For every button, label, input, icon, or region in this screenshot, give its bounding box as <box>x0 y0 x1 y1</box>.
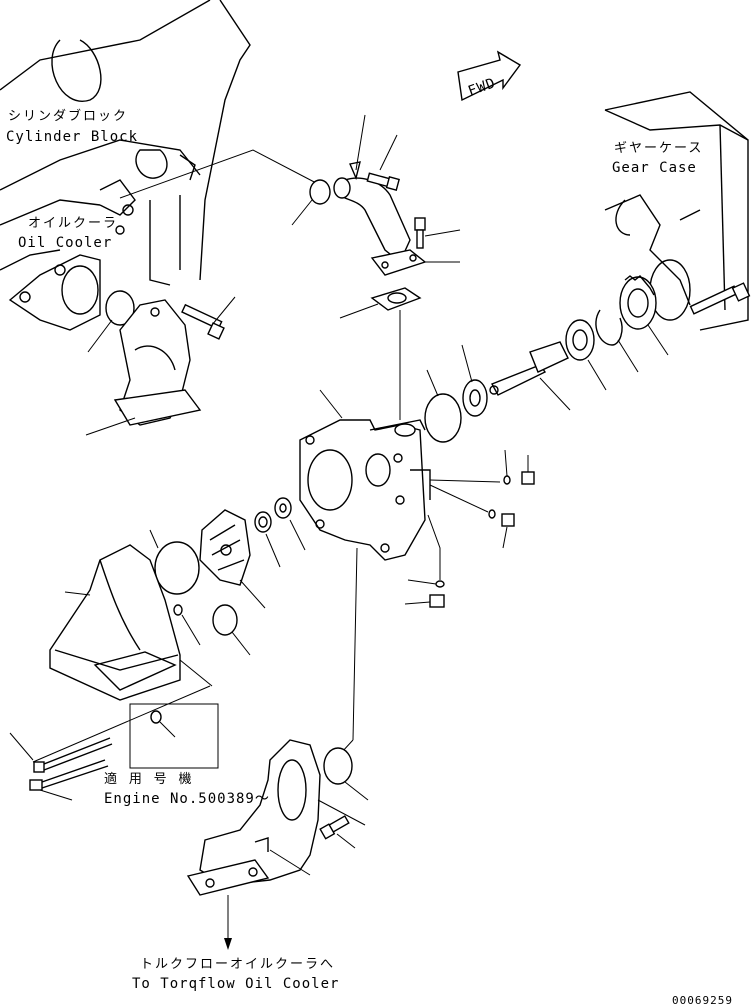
pump-shaft <box>489 341 569 396</box>
plug <box>404 594 445 608</box>
plug <box>521 455 535 485</box>
pump-housing <box>299 419 431 561</box>
bolt <box>689 282 751 315</box>
o-ring-small <box>173 604 183 616</box>
flow-arrow <box>224 895 232 950</box>
engine-number-label: Engine No.500389～ <box>104 791 270 807</box>
bolt <box>181 296 236 340</box>
oil-cooler <box>0 249 101 331</box>
gear <box>619 275 657 330</box>
fwd-arrow: FWD <box>457 50 522 102</box>
bolt <box>9 732 113 773</box>
gear-case <box>604 91 749 331</box>
o-ring <box>105 290 135 326</box>
torqflow-label: To Torqflow Oil Cooler <box>132 976 339 992</box>
gasket <box>370 287 422 311</box>
gasket <box>309 179 331 205</box>
o-ring <box>424 393 462 443</box>
bearing <box>565 319 595 361</box>
torqflow-label-jp: トルクフローオイルクーラへ <box>140 957 335 972</box>
applicable-engine-label-jp: 適 用 号 機 <box>104 771 193 787</box>
cylinder-block <box>0 0 251 286</box>
seal-ring <box>254 511 272 533</box>
cylinder-block-label-jp: シリンダブロック <box>8 108 128 124</box>
bolt <box>414 217 461 249</box>
gear-case-label: Gear Case <box>612 160 697 176</box>
elbow-pipe <box>113 299 202 426</box>
o-ring <box>154 541 200 595</box>
drawing-number: 00069259 <box>672 994 733 1007</box>
inlet-pipe <box>333 177 427 276</box>
oil-cooler-label: Oil Cooler <box>18 235 112 251</box>
tag-plate <box>349 161 361 181</box>
o-ring-small <box>435 580 445 588</box>
o-ring-small <box>503 475 511 485</box>
pump-cover <box>49 544 181 701</box>
outlet-elbow <box>186 739 321 896</box>
gasket <box>212 604 238 636</box>
bearing <box>462 379 488 417</box>
plug <box>501 513 515 549</box>
mechanical-seal <box>274 497 292 519</box>
cylinder-block-label: Cylinder Block <box>6 129 138 145</box>
bolt <box>319 815 356 849</box>
o-ring-small <box>488 509 496 519</box>
gear-case-label-jp: ギヤーケース <box>614 141 703 156</box>
bolt <box>29 759 109 801</box>
oil-cooler-label-jp: オイルクーラ <box>28 216 118 231</box>
snap-ring <box>595 309 623 346</box>
o-ring <box>323 747 353 785</box>
applicable-engine-box <box>129 703 219 769</box>
impeller <box>199 509 251 586</box>
bolt <box>366 134 400 191</box>
